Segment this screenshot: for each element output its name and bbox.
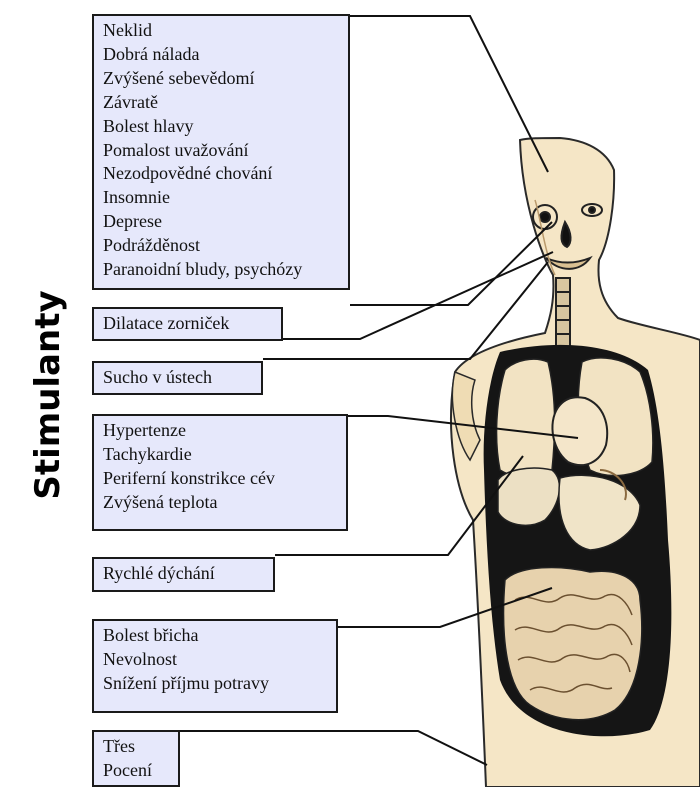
- box-item: Závratě: [103, 91, 348, 115]
- box-item: Periferní konstrikce cév: [103, 467, 346, 491]
- box-item: Hypertenze: [103, 419, 346, 443]
- breathing-effects-box: Rychlé dýchání: [92, 557, 275, 592]
- box-item: Neklid: [103, 19, 348, 43]
- skin-effects-box: Třes Pocení: [92, 730, 180, 787]
- left-lung: [497, 359, 555, 477]
- box-item: Podrážděnost: [103, 234, 348, 258]
- box-item: Dobrá nálada: [103, 43, 348, 67]
- box-item: Tachykardie: [103, 443, 346, 467]
- box-item: Dilatace zorniček: [103, 312, 281, 336]
- box-item: Zvýšená teplota: [103, 491, 346, 515]
- box-item: Snížení příjmu potravy: [103, 672, 336, 696]
- box-item: Zvýšené sebevědomí: [103, 67, 348, 91]
- box-item: Nevolnost: [103, 648, 336, 672]
- head-effects-box: Neklid Dobrá nálada Zvýšené sebevědomí Z…: [92, 14, 350, 290]
- box-item: Sucho v ústech: [103, 366, 261, 390]
- heart-effects-box: Hypertenze Tachykardie Periferní konstri…: [92, 414, 348, 531]
- box-item: Nezodpovědné chování: [103, 162, 348, 186]
- box-item: Deprese: [103, 210, 348, 234]
- box-item: Bolest břicha: [103, 624, 336, 648]
- box-item: Třes: [103, 735, 178, 759]
- pupils-effects-box: Dilatace zorniček: [92, 307, 283, 341]
- abdomen-effects-box: Bolest břicha Nevolnost Snížení příjmu p…: [92, 619, 338, 713]
- box-item: Rychlé dýchání: [103, 562, 273, 586]
- box-item: Bolest hlavy: [103, 115, 348, 139]
- intestines: [504, 567, 642, 719]
- box-item: Pomalost uvažování: [103, 139, 348, 163]
- heart: [552, 397, 607, 465]
- box-item: Paranoidní bludy, psychózy: [103, 258, 348, 282]
- mouth-effects-box: Sucho v ústech: [92, 361, 263, 395]
- box-item: Pocení: [103, 759, 178, 783]
- box-item: Insomnie: [103, 186, 348, 210]
- side-title: Stimulanty: [28, 290, 68, 499]
